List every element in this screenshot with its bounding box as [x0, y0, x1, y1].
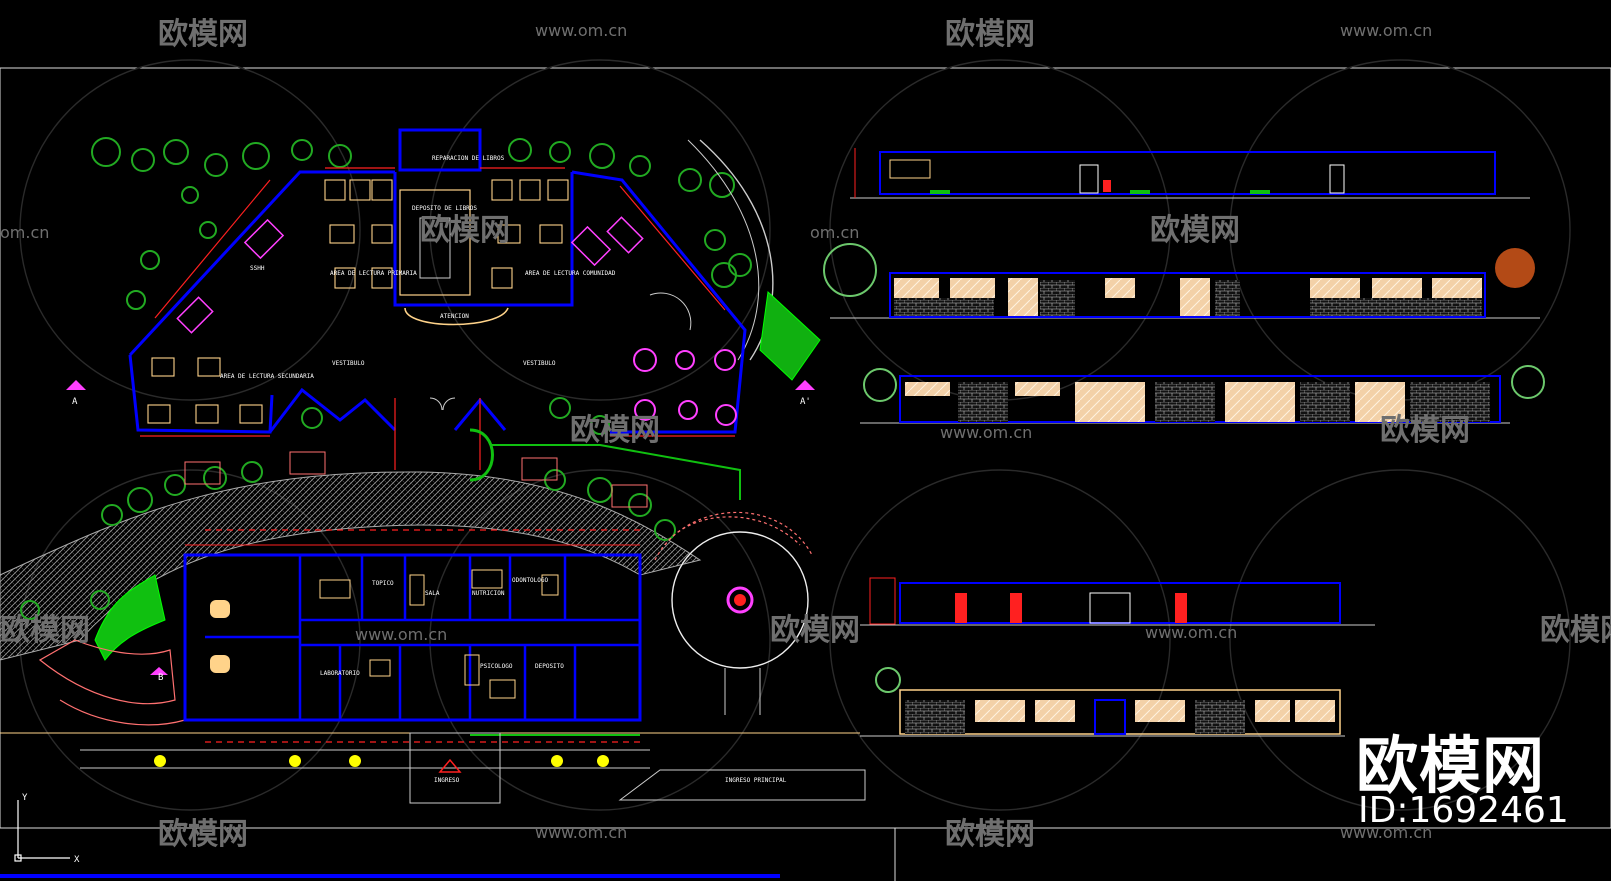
label-atencion: ATENCION: [440, 313, 469, 320]
label-deposito: DEPOSITO: [535, 663, 564, 670]
label-deposito-libros: DEPOSITO DE LIBROS: [412, 205, 477, 212]
label-sshh: SSHH: [250, 265, 265, 272]
wm-brand: 欧模网: [158, 817, 248, 852]
elevation-2: [823, 243, 1540, 319]
wm-brand: 欧模网: [420, 213, 510, 248]
drawing-frame: [0, 67, 1611, 881]
trees: [91, 137, 752, 435]
wm-url: www.om.cn: [940, 423, 1032, 442]
elevation-3: [860, 365, 1545, 424]
watermarks: 欧模网 www.om.cn 欧模网 www.om.cn om.cn 欧模网 om…: [0, 17, 1611, 852]
wm-brand: 欧模网: [945, 817, 1035, 852]
wm-url-short: om.cn: [810, 223, 859, 242]
section-marker-a: A: [72, 397, 78, 407]
wm-brand: 欧模网: [570, 413, 660, 448]
ucs-icon: [14, 800, 70, 862]
label-psicologo: PSICOLOGO: [480, 663, 513, 670]
label-lectura-primaria: AREA DE LECTURA PRIMARIA: [330, 270, 417, 277]
section-markers: A A' B Y X: [22, 397, 811, 865]
wm-url: www.om.cn: [1340, 21, 1432, 40]
ucs-y-label: Y: [22, 793, 28, 803]
section-marker-b: B: [158, 673, 163, 683]
curved-walkway: [0, 451, 702, 726]
plan-text: REPARACION DE LIBROS DEPOSITO DE LIBROS …: [220, 155, 787, 784]
wm-brand: 欧模网: [158, 17, 248, 52]
library-plan: [66, 128, 821, 470]
section-b: [860, 577, 1375, 626]
wm-url: www.om.cn: [1145, 623, 1237, 642]
watermark-id: ID:1692461: [1358, 790, 1569, 831]
label-laboratorio: LABORATORIO: [320, 670, 360, 677]
watermark-brand-large: 欧模网: [1356, 729, 1546, 802]
label-nutricion: NUTRICION: [472, 590, 505, 597]
label-vestibulo-1: VESTIBULO: [332, 360, 365, 367]
watermark-circles: [19, 59, 1571, 811]
label-ingreso: INGRESO: [434, 777, 460, 784]
wm-url: www.om.cn: [1340, 823, 1432, 842]
ucs-x-label: X: [74, 855, 80, 865]
label-sala: SALA: [425, 590, 440, 597]
label-topico: TOPICO: [372, 580, 394, 587]
wm-url: www.om.cn: [535, 823, 627, 842]
label-lectura-comunidad: AREA DE LECTURA COMUNIDAD: [525, 270, 616, 277]
wm-brand: 欧模网: [1380, 413, 1470, 448]
wm-brand: 欧模网: [1150, 213, 1240, 248]
wm-url: www.om.cn: [355, 625, 447, 644]
health-plan: [0, 428, 866, 804]
label-vestibulo-2: VESTIBULO: [523, 360, 556, 367]
label-lectura-secundaria: AREA DE LECTURA SECUNDARIA: [220, 373, 314, 380]
elevation-5: [860, 667, 1345, 737]
elevation-1: [850, 148, 1530, 199]
wm-brand: 欧模网: [945, 17, 1035, 52]
label-odontologo: ODONTOLOGO: [512, 577, 549, 584]
wm-brand: 欧模网: [1540, 613, 1611, 648]
label-reparacion: REPARACION DE LIBROS: [432, 155, 505, 162]
section-marker-a-prime: A': [800, 397, 811, 407]
wm-brand: 欧模网: [770, 613, 860, 648]
label-ingreso-principal: INGRESO PRINCIPAL: [725, 777, 787, 784]
wm-url-short: om.cn: [0, 223, 49, 242]
wm-brand: 欧模网: [0, 613, 90, 648]
wm-url: www.om.cn: [535, 21, 627, 40]
